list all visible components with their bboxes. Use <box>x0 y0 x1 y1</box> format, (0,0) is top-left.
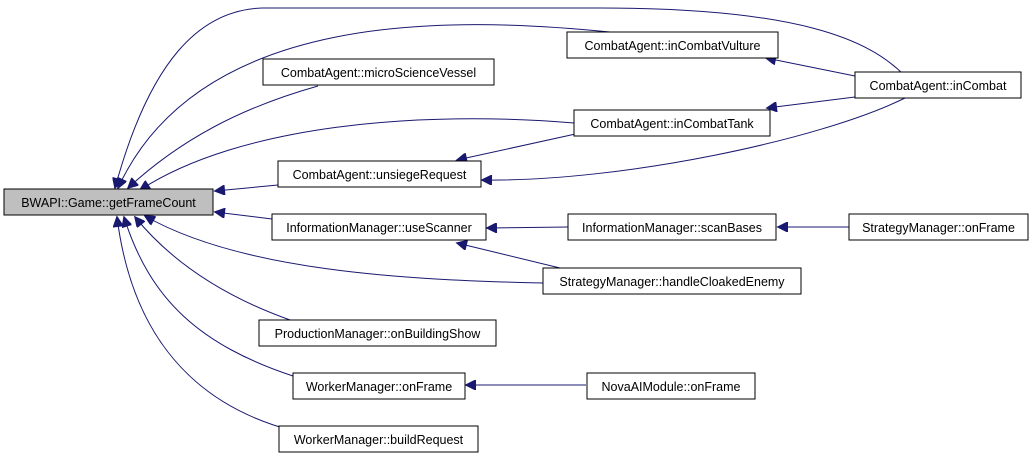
node-novaOnFrame: NovaAIModule::onFrame <box>586 372 756 400</box>
node-label-microScienceVessel: CombatAgent::microScienceVessel <box>281 66 476 80</box>
edge-unsiegeRequest-root <box>215 184 279 191</box>
node-scanBases: InformationManager::scanBases <box>567 213 777 241</box>
edge-inCombatTank-unsiegeRequest <box>457 132 581 160</box>
node-useScanner: InformationManager::useScanner <box>271 213 487 241</box>
node-label-wmOnFrame: WorkerManager::onFrame <box>306 380 452 394</box>
node-label-smOnFrame: StrategyManager::onFrame <box>862 221 1015 235</box>
node-microScienceVessel: CombatAgent::microScienceVessel <box>262 58 495 86</box>
node-label-scanBases: InformationManager::scanBases <box>582 221 762 235</box>
edge-onBuildingShow-root <box>135 217 291 321</box>
node-inCombat: CombatAgent::inCombat <box>854 71 1022 99</box>
node-wmOnFrame: WorkerManager::onFrame <box>292 372 466 400</box>
node-buildRequest: WorkerManager::buildRequest <box>278 425 479 453</box>
node-onBuildingShow: ProductionManager::onBuildingShow <box>258 319 497 347</box>
edges <box>115 7 906 431</box>
edge-inCombatTank-root <box>140 118 575 190</box>
edge-microScienceVessel-root <box>128 85 319 188</box>
node-unsiegeRequest: CombatAgent::unsiegeRequest <box>277 160 482 188</box>
node-label-handleCloakedEnemy: StrategyManager::handleCloakedEnemy <box>559 275 785 289</box>
node-inCombatVulture: CombatAgent::inCombatVulture <box>566 31 779 59</box>
node-label-buildRequest: WorkerManager::buildRequest <box>294 433 464 447</box>
edge-buildRequest-root <box>117 217 291 431</box>
node-label-root: BWAPI::Game::getFrameCount <box>21 196 196 210</box>
node-label-useScanner: InformationManager::useScanner <box>286 221 472 235</box>
node-label-unsiegeRequest: CombatAgent::unsiegeRequest <box>293 168 467 182</box>
node-label-inCombatTank: CombatAgent::inCombatTank <box>590 117 754 131</box>
edge-inCombat-root <box>115 7 906 188</box>
edge-inCombat-inCombatVulture <box>766 58 856 77</box>
node-inCombatTank: CombatAgent::inCombatTank <box>573 109 771 137</box>
edge-handleCloakedEnemy-useScanner <box>457 243 561 269</box>
node-label-inCombatVulture: CombatAgent::inCombatVulture <box>584 39 760 53</box>
node-handleCloakedEnemy: StrategyManager::handleCloakedEnemy <box>542 267 802 295</box>
edge-handleCloakedEnemy-root <box>145 216 544 284</box>
edge-scanBases-useScanner <box>487 227 569 228</box>
node-label-inCombat: CombatAgent::inCombat <box>870 79 1007 93</box>
edge-inCombat-inCombatTank <box>767 96 856 108</box>
node-root: BWAPI::Game::getFrameCount <box>3 188 214 216</box>
node-smOnFrame: StrategyManager::onFrame <box>848 213 1029 241</box>
edge-inCombat-unsiegeRequest <box>482 97 906 180</box>
edge-useScanner-root <box>215 212 273 220</box>
node-label-onBuildingShow: ProductionManager::onBuildingShow <box>275 327 482 341</box>
node-label-novaOnFrame: NovaAIModule::onFrame <box>602 380 741 394</box>
edge-wmOnFrame-root <box>124 217 294 377</box>
edge-inCombatVulture-root <box>118 24 611 188</box>
